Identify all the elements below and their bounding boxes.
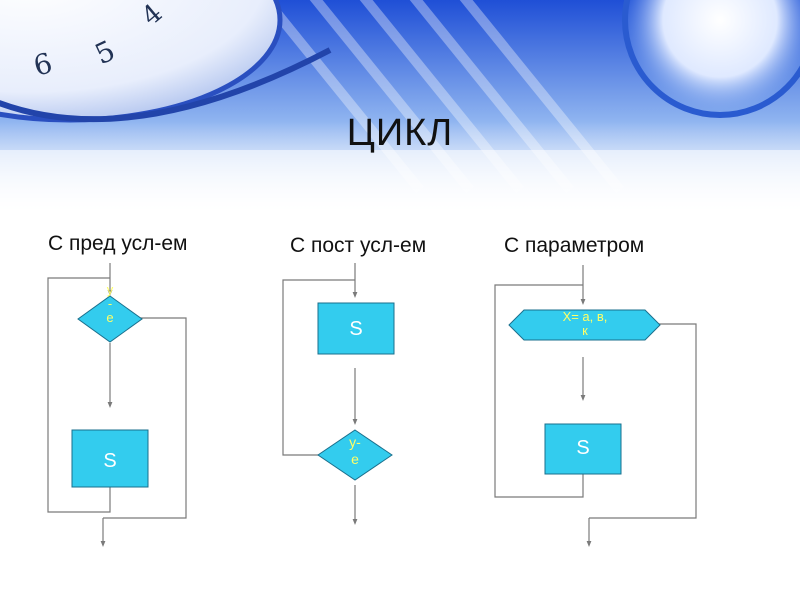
heading-postcondition-loop: С пост усл-ем	[290, 234, 427, 257]
condition-label-precondition: у - е	[106, 282, 114, 325]
exit-line	[103, 317, 187, 519]
heading-parameter-loop: С параметром	[504, 234, 645, 257]
body-label-precondition: S	[103, 450, 117, 472]
loop-back-line	[282, 279, 355, 456]
condition-label-postcondition: у- е	[349, 434, 361, 467]
condition-diamond	[317, 429, 393, 481]
parameter-label: Х= а, в, к	[562, 309, 608, 338]
slide-title: ЦИКЛ	[346, 112, 454, 154]
exit-line	[589, 323, 697, 519]
flowchart-postcondition	[282, 263, 358, 525]
heading-precondition-loop: С пред усл-ем	[48, 232, 188, 255]
flowchart-parameter	[494, 265, 697, 547]
body-label-parameter: S	[576, 437, 590, 459]
parameter-hexagon	[508, 309, 661, 341]
body-return-line	[47, 277, 111, 513]
body-block	[544, 423, 622, 475]
body-label-postcondition: S	[349, 318, 363, 340]
condition-diamond	[77, 295, 143, 343]
body-block	[71, 429, 149, 488]
body-return-line	[494, 284, 584, 498]
body-block	[317, 302, 395, 355]
flowchart-precondition	[47, 263, 187, 547]
